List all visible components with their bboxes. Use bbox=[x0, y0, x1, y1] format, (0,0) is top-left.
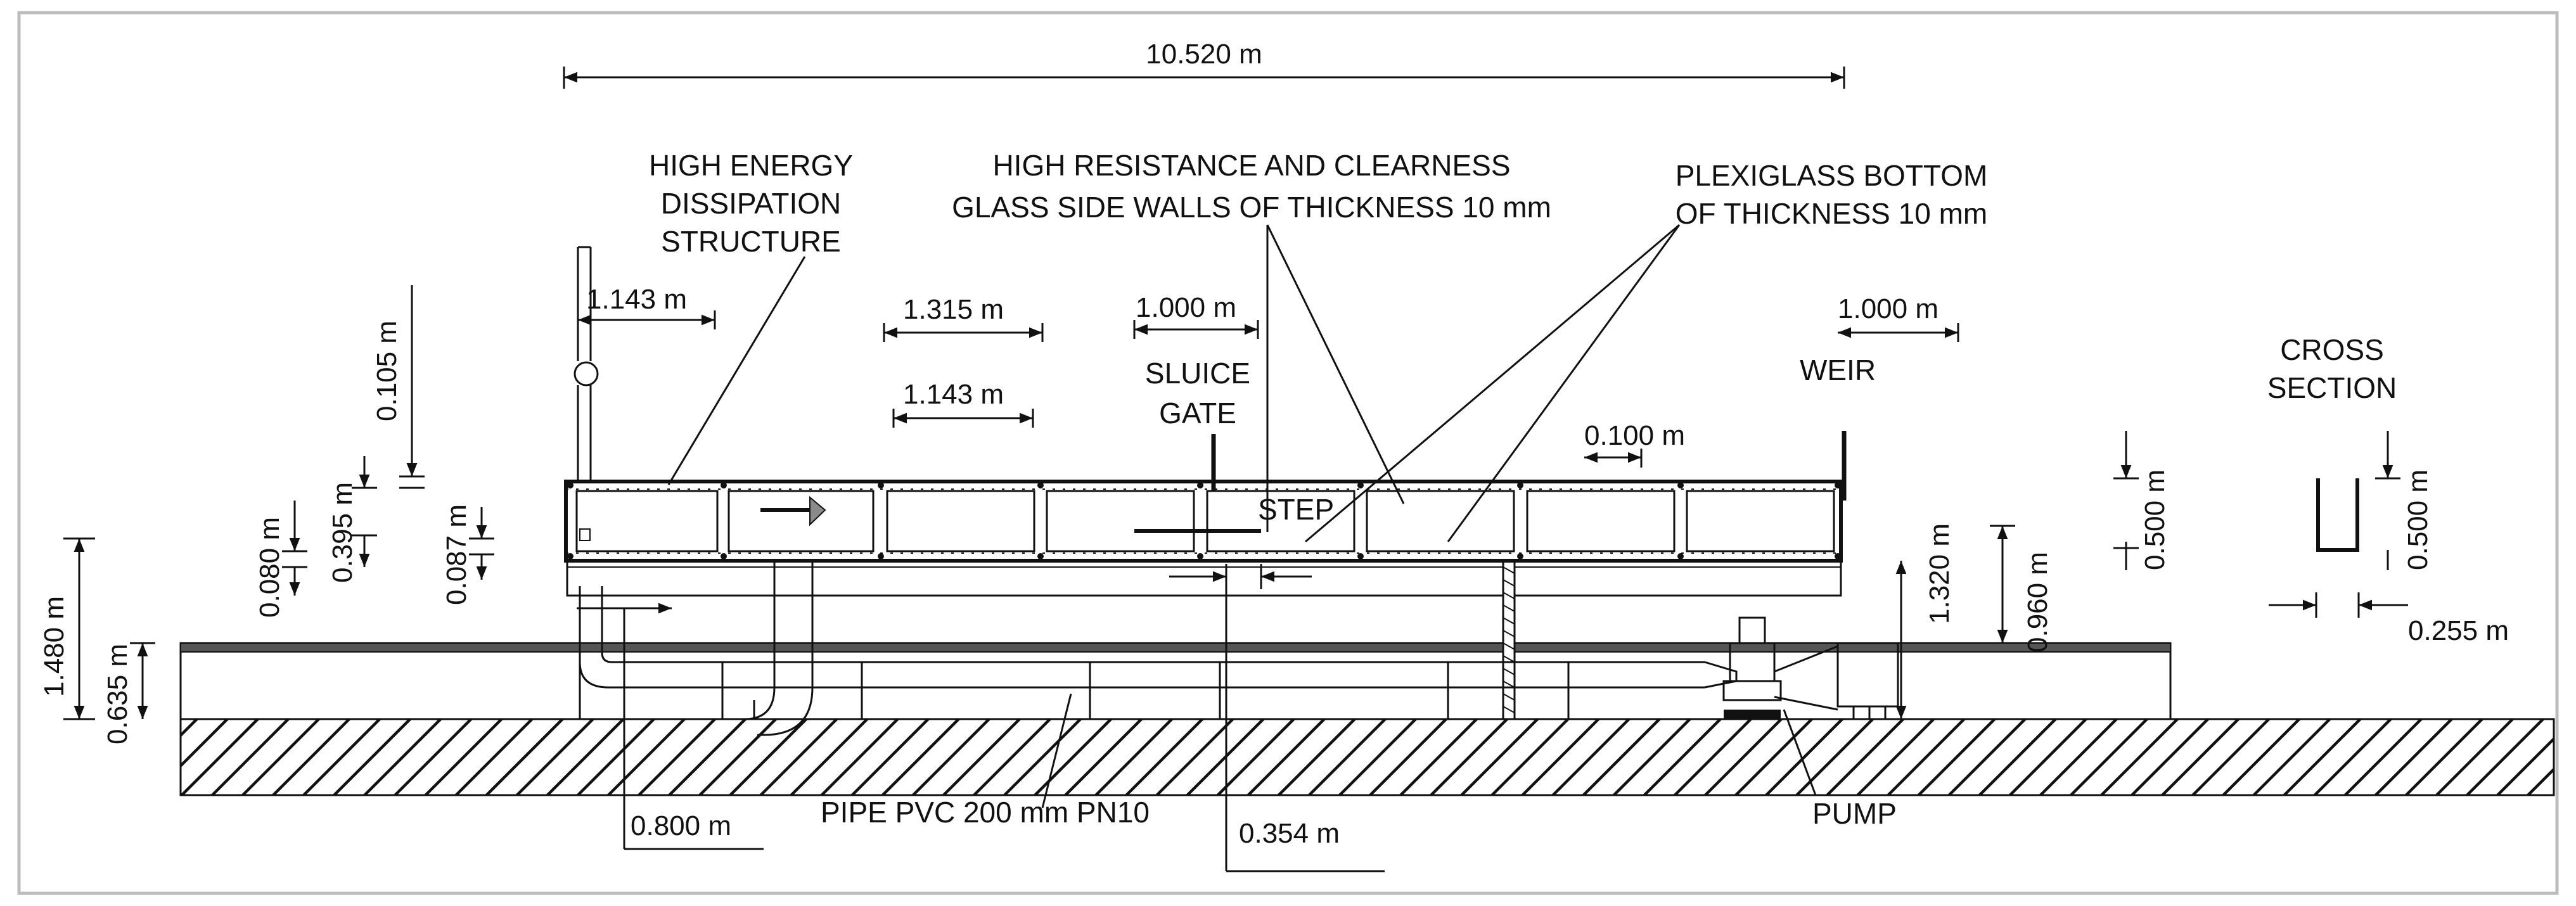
outlet-box bbox=[1836, 642, 1899, 719]
dim-0800: 0.800 m bbox=[631, 810, 731, 841]
frame-border bbox=[17, 11, 2559, 895]
glass-label-line1: HIGH RESISTANCE AND CLEARNESS bbox=[992, 149, 1510, 182]
dim-0960: 0.960 m bbox=[2022, 552, 2053, 653]
dim-0080: 0.080 m bbox=[254, 517, 285, 618]
dim-0354: 0.354 m bbox=[1239, 818, 1340, 849]
dim-0105: 0.105 m bbox=[371, 321, 402, 421]
cross-label-line2: SECTION bbox=[2267, 371, 2397, 404]
glass-label-line2: GLASS SIDE WALLS OF THICKNESS 10 mm bbox=[952, 191, 1551, 224]
dim-0255: 0.255 m bbox=[2408, 615, 2509, 646]
inlet-standpipe bbox=[574, 246, 599, 482]
dim-1480: 1.480 m bbox=[39, 596, 70, 697]
plexi-label-line1: PLEXIGLASS BOTTOM bbox=[1676, 159, 1988, 192]
total-length-label: 10.520 m bbox=[1146, 39, 1262, 70]
support-legs bbox=[579, 596, 1570, 719]
energy-label-line3: STRUCTURE bbox=[661, 225, 841, 258]
cross-label-line1: CROSS bbox=[2280, 333, 2384, 366]
cross-section-sketch bbox=[2316, 478, 2359, 552]
dimension-lines bbox=[63, 67, 2408, 872]
step-label: STEP bbox=[1258, 493, 1334, 526]
dim-1000-b: 1.000 m bbox=[1838, 293, 1938, 324]
weir-label: WEIR bbox=[1800, 354, 1876, 386]
threaded-rod bbox=[1502, 559, 1516, 720]
dim-1000-a: 1.000 m bbox=[1136, 292, 1236, 323]
dim-0087: 0.087 m bbox=[441, 504, 472, 605]
dim-0635: 0.635 m bbox=[102, 644, 133, 744]
flume-channel bbox=[564, 480, 1843, 563]
pipe-label: PIPE PVC 200 mm PN10 bbox=[821, 796, 1150, 829]
dim-1143-mid: 1.143 m bbox=[903, 379, 1004, 410]
dim-0395: 0.395 m bbox=[327, 482, 358, 583]
energy-label-line1: HIGH ENERGY bbox=[649, 149, 853, 182]
plexi-label-line2: OF THICKNESS 10 mm bbox=[1676, 197, 1987, 230]
dim-0500-a: 0.500 m bbox=[2139, 469, 2170, 570]
dim-1320: 1.320 m bbox=[1924, 523, 1955, 624]
reservoir-tank bbox=[179, 642, 2172, 720]
flow-details bbox=[579, 495, 1261, 541]
energy-label-line2: DISSIPATION bbox=[661, 187, 842, 220]
leader-lines bbox=[667, 224, 1817, 808]
return-pipe bbox=[779, 661, 1738, 689]
dim-1143-top: 1.143 m bbox=[586, 284, 687, 315]
dim-0500-b: 0.500 m bbox=[2402, 469, 2433, 570]
dim-0100: 0.100 m bbox=[1584, 420, 1685, 451]
pump-icon bbox=[1722, 616, 1838, 719]
rivets bbox=[567, 482, 1841, 559]
flume-panels bbox=[575, 490, 1835, 552]
pump-label: PUMP bbox=[1812, 797, 1897, 830]
flume-support-beam bbox=[566, 559, 1842, 597]
sluice-label-line1: SLUICE bbox=[1145, 357, 1250, 390]
ground-hatch bbox=[179, 718, 2555, 796]
dim-1315: 1.315 m bbox=[903, 294, 1004, 325]
sluice-label-line2: GATE bbox=[1159, 397, 1236, 430]
